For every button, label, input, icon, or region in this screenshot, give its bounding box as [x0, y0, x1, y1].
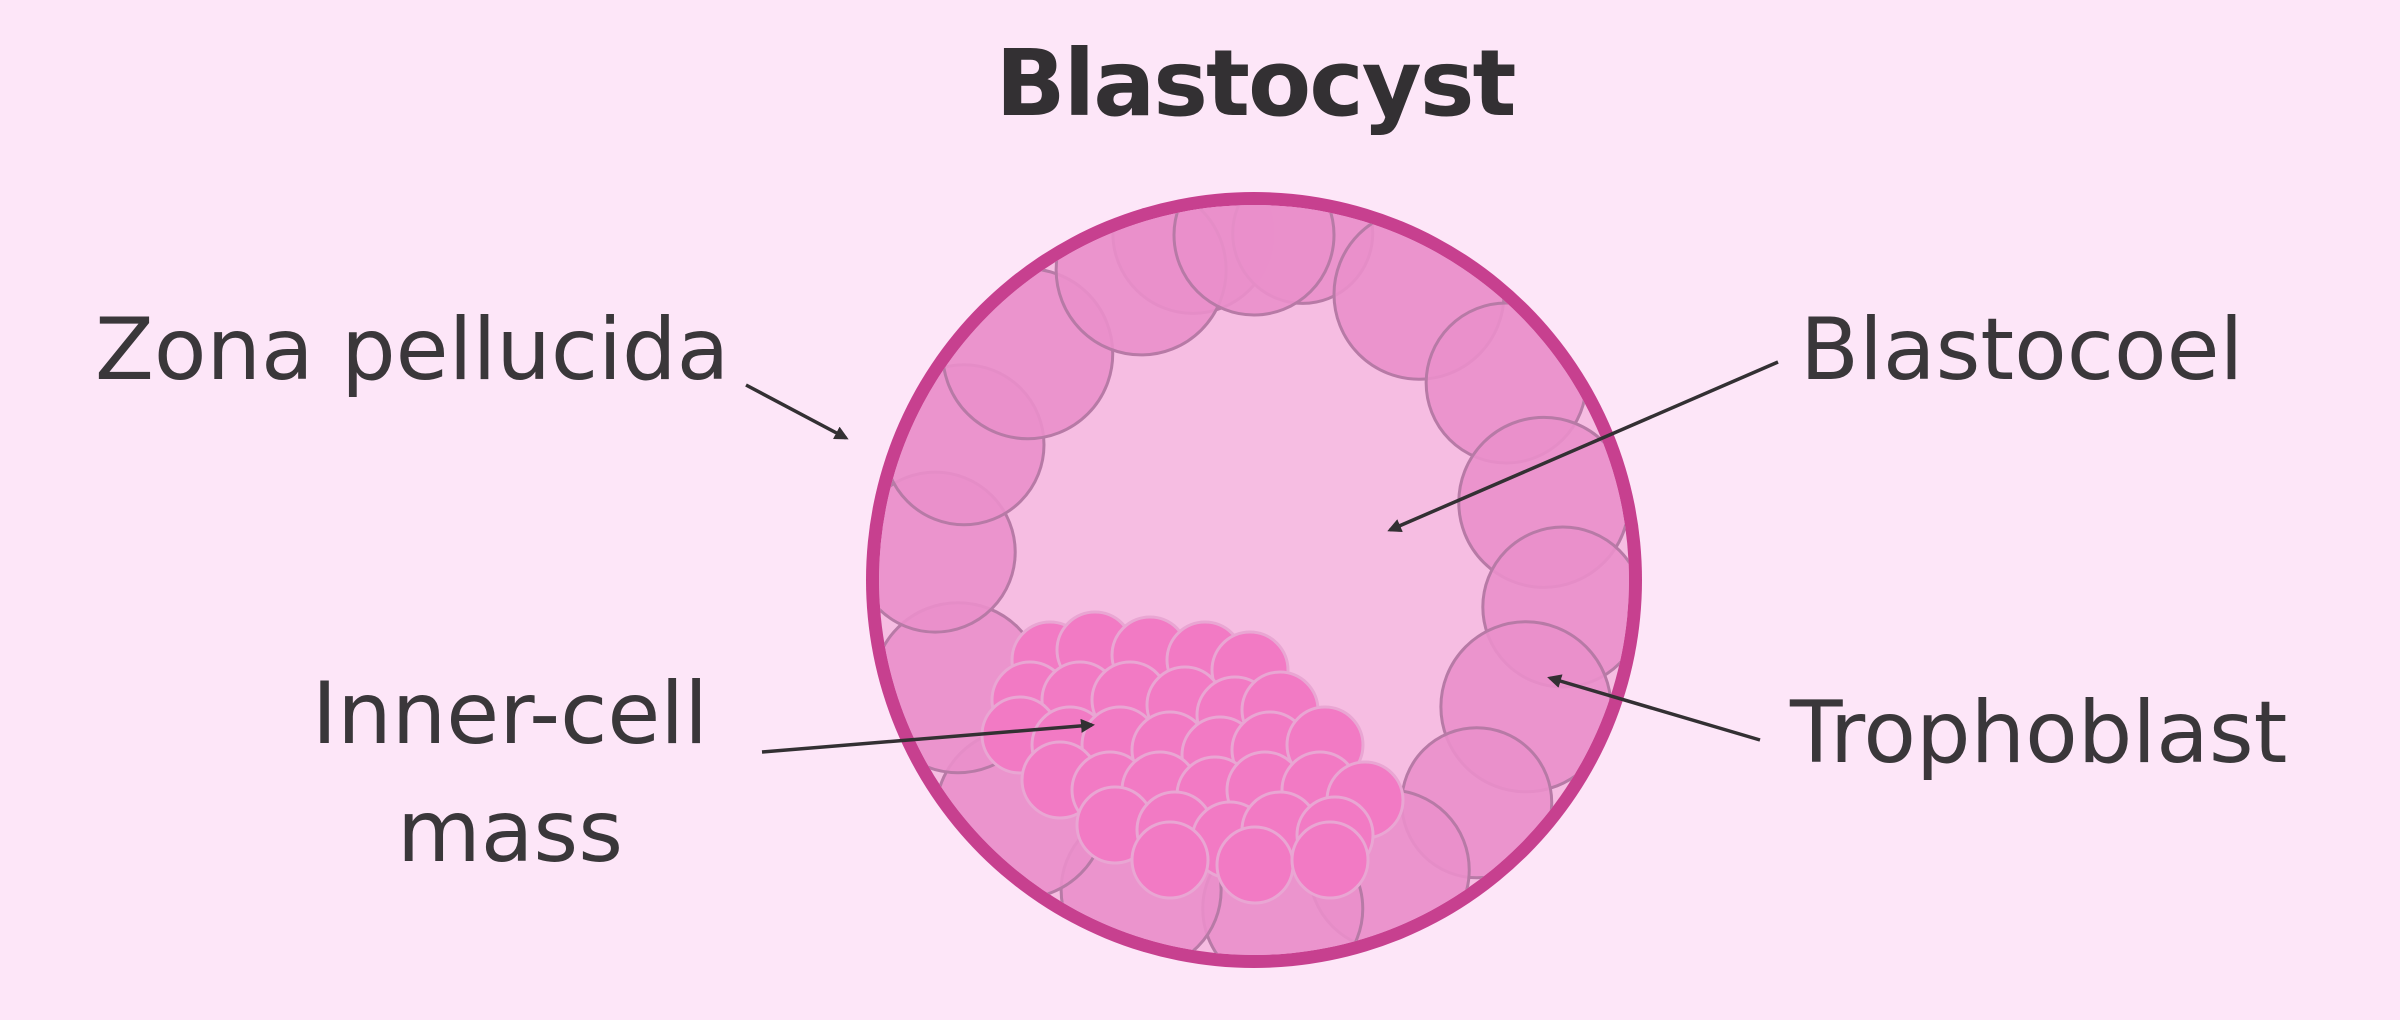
inner-cell-mass: [980, 610, 1405, 905]
inner-cell-mass-label-line2: mass: [396, 782, 624, 882]
zona-pellucida-arrow: [745, 383, 849, 440]
blastocoel-arrow: [1387, 360, 1779, 533]
blastocoel-label: Blastocoel: [1800, 300, 2244, 400]
diagram-title: Blastocyst: [995, 30, 1517, 137]
inner-cell-mass-label: Inner-cell mass: [300, 655, 720, 891]
inner-cell: [1215, 825, 1295, 905]
trophoblast-label: Trophoblast: [1790, 683, 2288, 783]
inner-cell: [1290, 820, 1370, 900]
inner-cell-mass-label-line1: Inner-cell: [311, 664, 709, 764]
inner-cell: [1130, 820, 1210, 900]
trophoblast-cell: [1172, 205, 1336, 317]
zona-pellucida-label: Zona pellucida: [95, 300, 730, 400]
inner-cell-mass-arrow: [761, 718, 1095, 754]
trophoblast-arrow: [1547, 674, 1761, 742]
